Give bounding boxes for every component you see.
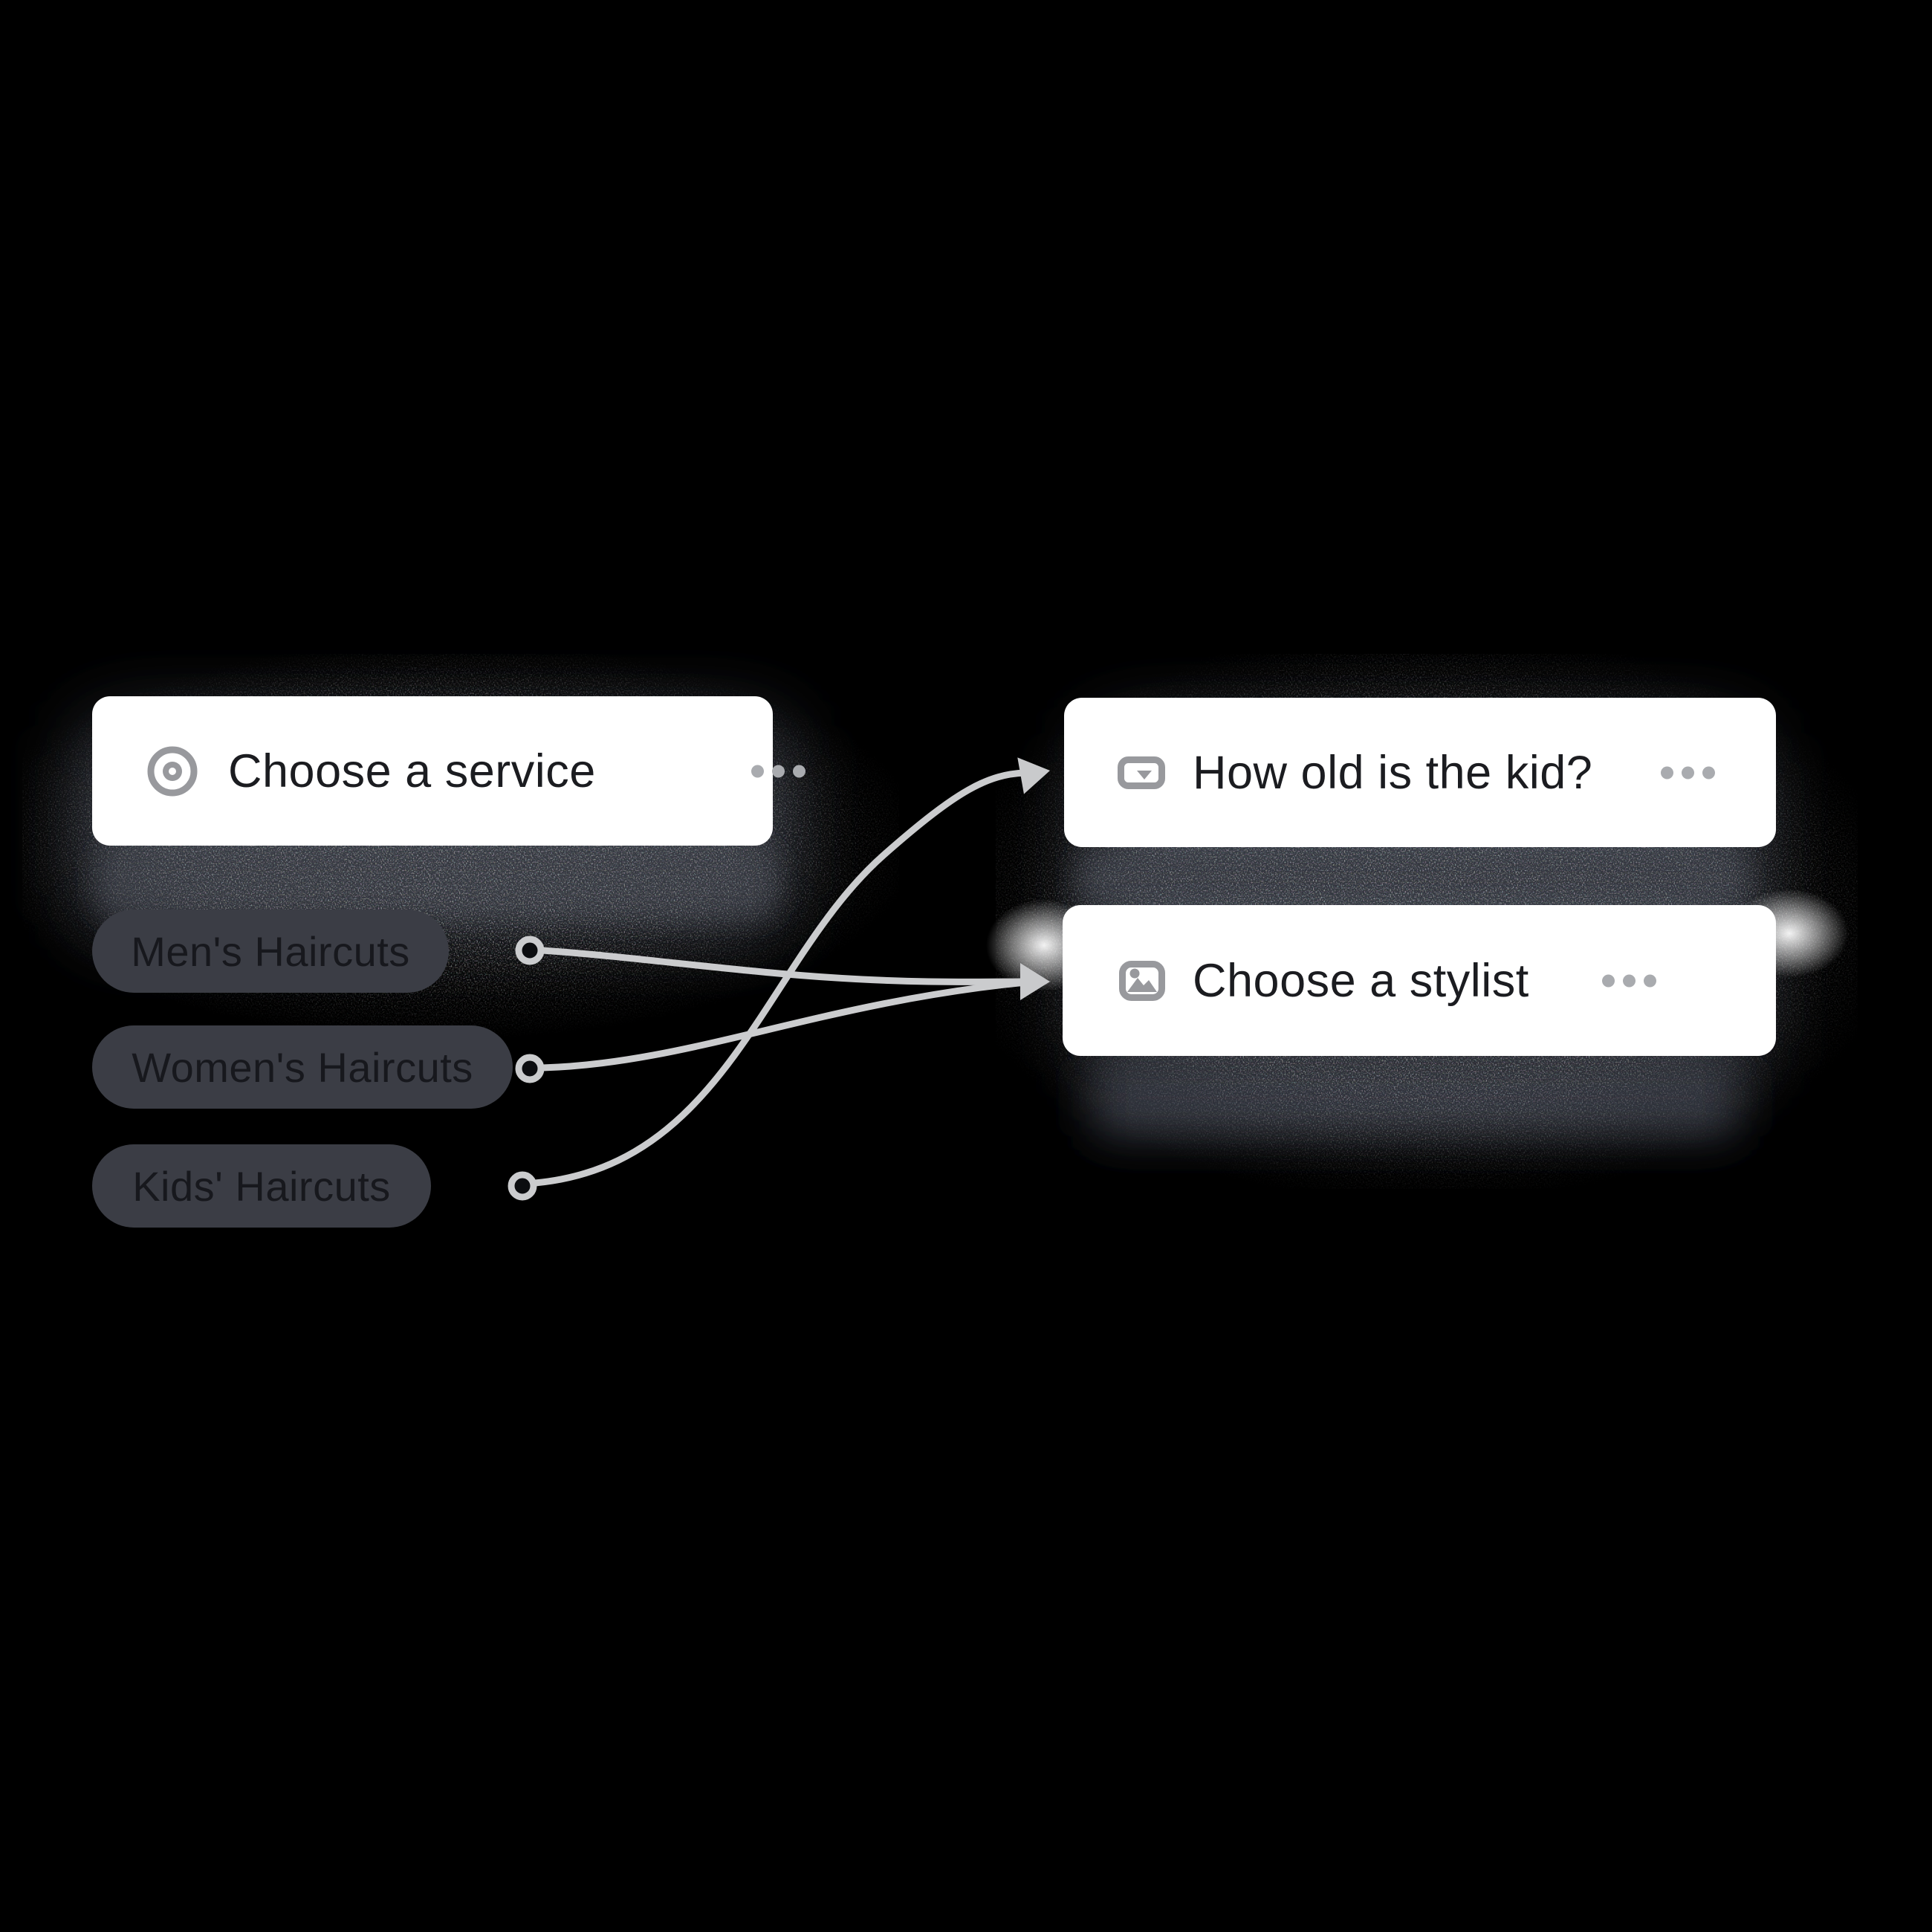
flow-node-choose-service[interactable]: Choose a service [92, 696, 805, 846]
arrowheads [1017, 757, 1050, 1000]
ellipsis-icon [772, 765, 785, 777]
ellipsis-icon [751, 765, 764, 777]
ellipsis-icon [1623, 974, 1636, 987]
target-icon [141, 740, 204, 803]
option-chip-label: Women's Haircuts [132, 1043, 473, 1091]
node-title: Choose a service [228, 745, 596, 797]
connector-line-mens-to-stylist [539, 947, 1029, 985]
ellipsis-icon [1682, 766, 1694, 779]
ellipsis-icon [1602, 974, 1615, 987]
flow-node-kid-age[interactable]: How old is the kid? [1064, 698, 1776, 847]
more-options-button[interactable] [1661, 766, 1715, 779]
ellipsis-icon [793, 765, 805, 777]
flow-node-choose-stylist[interactable]: Choose a stylist [1063, 905, 1776, 1056]
connector-handle-womens [515, 1054, 545, 1083]
more-options-button[interactable] [751, 765, 805, 777]
more-options-button[interactable] [1602, 974, 1656, 987]
ellipsis-icon [1661, 766, 1673, 779]
node-title: Choose a stylist [1193, 954, 1529, 1007]
option-chip-mens-haircuts[interactable]: Men's Haircuts [92, 910, 449, 993]
connector-line-womens-to-stylist [539, 979, 1029, 1072]
option-chip-label: Men's Haircuts [131, 927, 410, 975]
option-chip-kids-haircuts[interactable]: Kids' Haircuts [92, 1144, 431, 1228]
connector-line-kids-to-kid-age [531, 769, 1029, 1187]
arrowhead-icon-stylist [1020, 963, 1050, 1000]
connector-lines [531, 769, 1029, 1187]
connector-handles[interactable] [508, 936, 545, 1201]
option-chip-label: Kids' Haircuts [132, 1162, 391, 1210]
ellipsis-icon [1702, 766, 1715, 779]
connector-handle-kids [508, 1171, 537, 1201]
image-icon [1119, 960, 1165, 1001]
connector-handle-mens [515, 936, 545, 965]
arrowhead-icon-kid-age [1017, 757, 1050, 794]
dropdown-field-icon [1118, 756, 1165, 789]
ellipsis-icon [1644, 974, 1656, 987]
node-title: How old is the kid? [1193, 746, 1593, 799]
option-chip-womens-haircuts[interactable]: Women's Haircuts [92, 1025, 513, 1109]
